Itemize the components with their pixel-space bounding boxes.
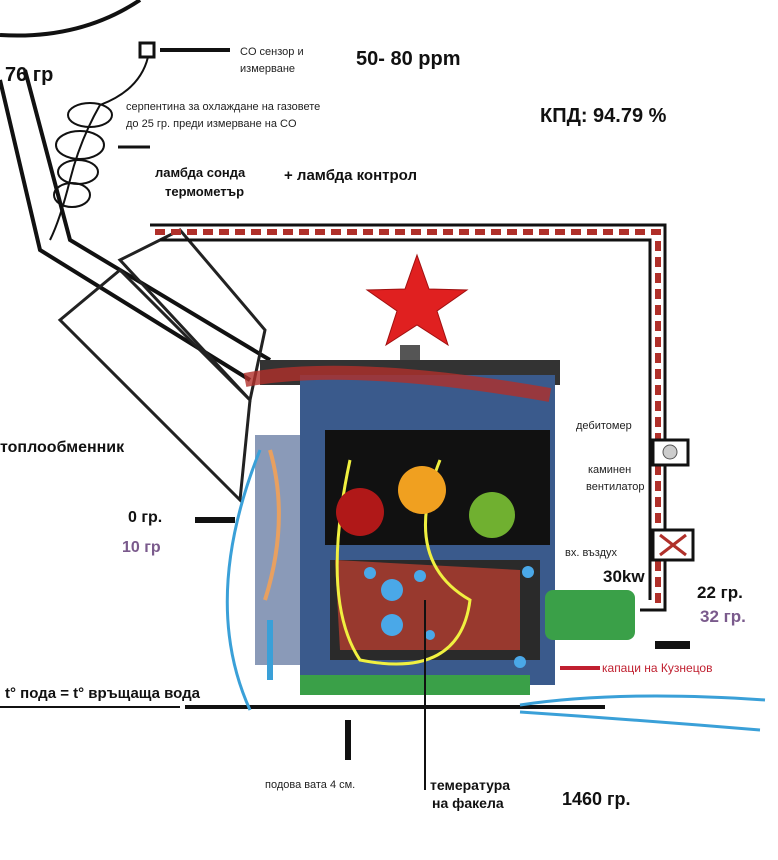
- fan-label-1: каминен: [588, 464, 631, 476]
- star-icon: [365, 253, 469, 347]
- air-inlet-label: вх. въздух: [565, 547, 618, 559]
- flue-gas-flow: [155, 229, 661, 605]
- cooling-coil-icon: [49, 56, 149, 241]
- lambda-probe-label: ламбда сонда: [155, 165, 246, 180]
- co-sensor-label-1: CO сензор и: [240, 46, 304, 58]
- exhaust-temp: 76 гр: [5, 64, 53, 86]
- kuznetsov-label: капаци на Кузнецов: [602, 661, 712, 675]
- thermometer-label: термометър: [165, 184, 244, 199]
- water-temp-2: 32 гр.: [700, 607, 746, 626]
- snowflake-icons: [364, 566, 534, 668]
- power-label: 30kw: [603, 567, 645, 586]
- heat-exchanger-label: топлообменник: [0, 439, 125, 456]
- lambda-control-label: + ламбда контрол: [284, 167, 417, 184]
- water-temp: 22 гр.: [697, 583, 743, 602]
- ornament-orange-icon: [398, 466, 446, 514]
- flame-temp-value: 1460 гр.: [562, 789, 631, 809]
- coil-label-1: серпентина за охлаждане на газовете: [126, 101, 320, 113]
- ornament-red-icon: [336, 488, 384, 536]
- ornament-green-icon: [469, 492, 515, 538]
- flowmeter-label: дебитомер: [576, 420, 632, 432]
- outside-temp: 0 гр.: [128, 509, 162, 526]
- outside-temp-2: 10 гр: [122, 539, 161, 556]
- burner: [545, 590, 635, 640]
- fan-label-2: вентилатор: [586, 481, 645, 493]
- chimney-pipe: [0, 0, 272, 382]
- flame-temp-label-2: на факела: [432, 795, 504, 811]
- flame-temp-label-1: темература: [430, 777, 510, 793]
- co-range: 50- 80 ppm: [356, 48, 460, 70]
- co-sensor-label-2: измерване: [240, 63, 295, 75]
- flue-duct: [150, 223, 667, 612]
- insulation-label: подова вата 4 см.: [265, 779, 355, 791]
- coil-label-2: до 25 гр. преди измерване на CO: [126, 118, 297, 130]
- heat-exchanger: [57, 228, 267, 504]
- co-sensor-icon: [138, 41, 156, 59]
- flame-path: [335, 459, 472, 666]
- floor-temp-label: t° пода = t° връщаща вода: [5, 685, 201, 702]
- efficiency: КПД: 94.79 %: [540, 105, 667, 127]
